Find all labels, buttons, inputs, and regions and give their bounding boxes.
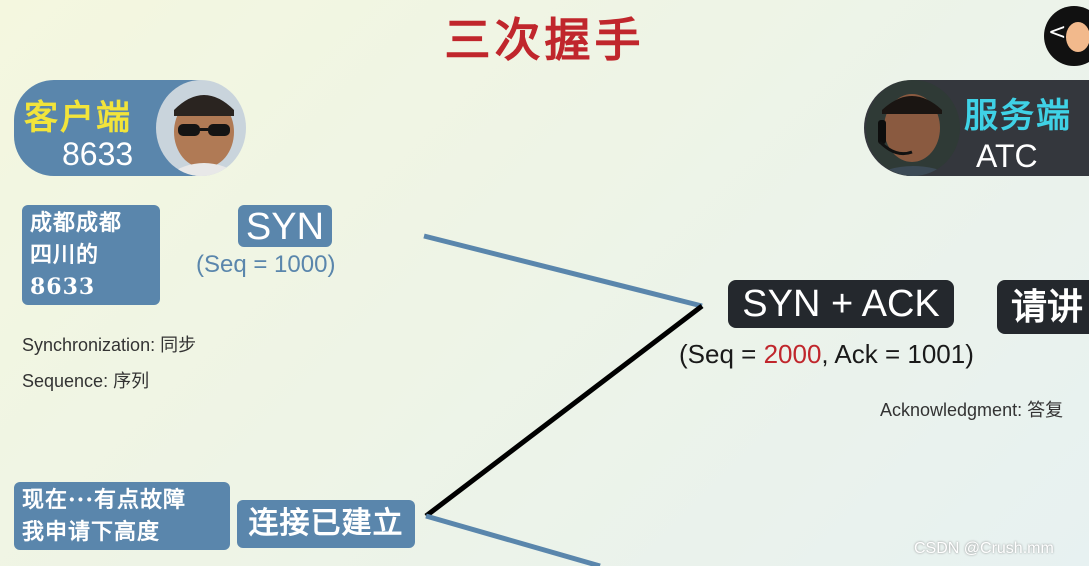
client-message-box-2: 现在···有点故障 我申请下高度 (14, 482, 230, 550)
connected-label: 连接已建立 (237, 500, 415, 548)
syn-ack-seq: (Seq = 2000, Ack = 1001) (679, 339, 974, 370)
client-message2-line1: 现在···有点故障 (22, 484, 222, 516)
syn-arrow-line (424, 236, 702, 306)
server-message: 请讲 (997, 280, 1089, 334)
note-acknowledgment: Acknowledgment: 答复 (880, 396, 1063, 422)
ack-arrow-line (426, 516, 600, 566)
syn-ack-seq-prefix: (Seq = (679, 339, 764, 369)
syn-ack-label: SYN + ACK (728, 280, 954, 328)
syn-ack-ack-part: , Ack = 1001) (821, 339, 973, 369)
client-message2-line2: 我申请下高度 (22, 516, 222, 548)
syn-ack-seq-value: 2000 (764, 339, 822, 369)
watermark: CSDN @Crush.mm (914, 540, 1054, 558)
syn-ack-arrow-line (426, 306, 702, 516)
